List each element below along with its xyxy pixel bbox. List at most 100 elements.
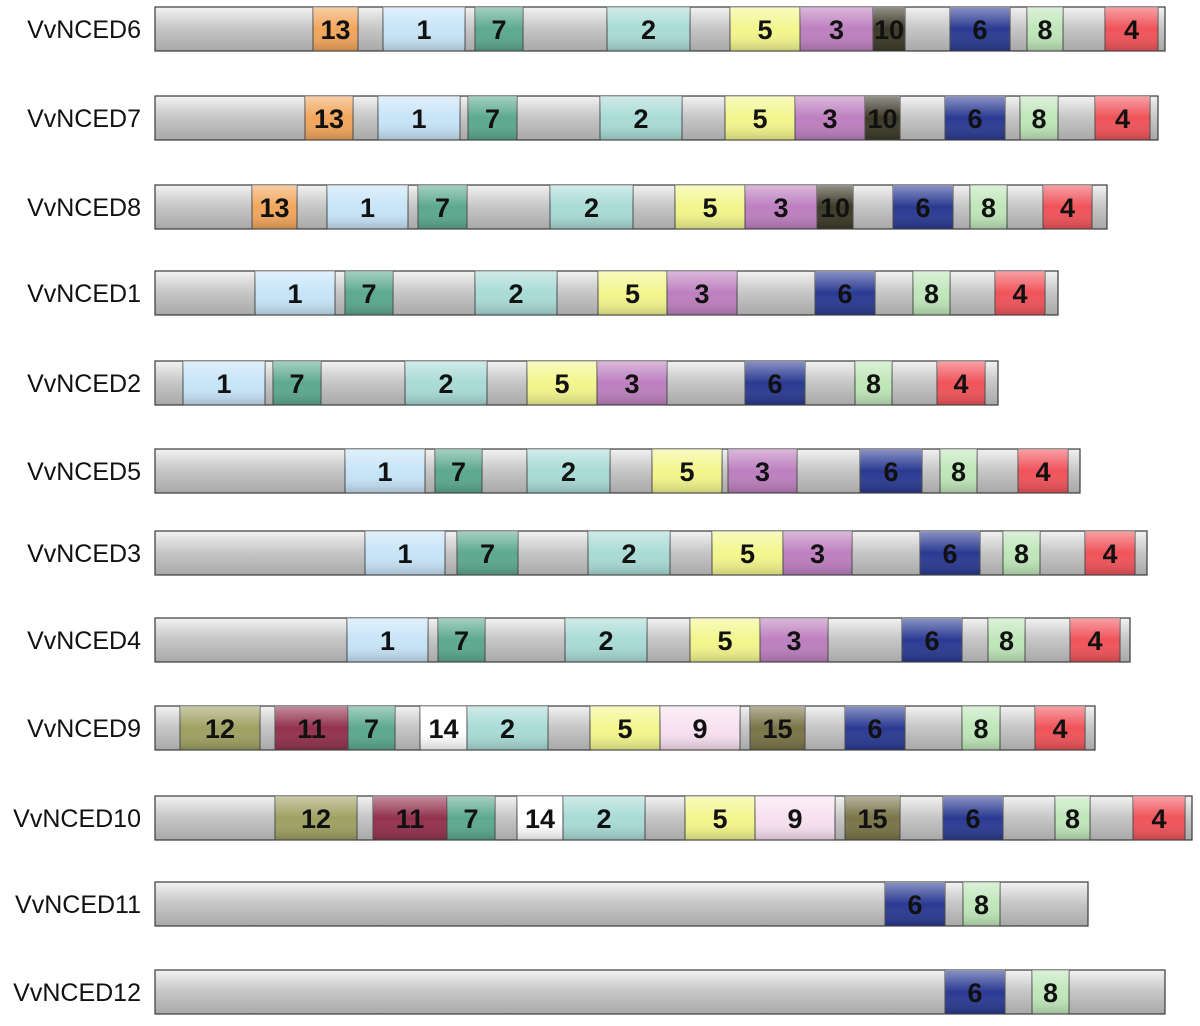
- motif-number: 11: [396, 804, 425, 834]
- motif-shading: [1003, 531, 1040, 575]
- motif-number: 15: [762, 714, 792, 744]
- motif-shading: [913, 271, 950, 315]
- motif-number: 8: [1014, 539, 1029, 569]
- gene-label: VvNCED1: [27, 280, 141, 308]
- motif-shading: [383, 7, 465, 51]
- motif-number: 1: [416, 15, 431, 45]
- motif-number: 7: [361, 279, 376, 309]
- motif-shading: [598, 271, 667, 315]
- motif-shading: [468, 96, 517, 140]
- motif-shading: [902, 618, 962, 662]
- motif-shading: [845, 796, 900, 840]
- motif-shading: [728, 449, 797, 493]
- motif-shading: [348, 706, 395, 750]
- motif-shading: [365, 531, 445, 575]
- motif-shading: [1032, 970, 1069, 1014]
- motif-shading: [690, 618, 760, 662]
- gene-label: VvNCED10: [13, 805, 141, 833]
- gene-label: VvNCED7: [27, 105, 141, 133]
- motif-shading: [963, 882, 1000, 926]
- motif-number: 11: [297, 714, 326, 744]
- motif-shading: [600, 96, 682, 140]
- motif-shading: [755, 796, 835, 840]
- motif-number: 10: [820, 193, 850, 223]
- motif-number: 7: [454, 626, 469, 656]
- motif-shading: [660, 706, 740, 750]
- motif-number: 4: [1087, 626, 1102, 656]
- motif-shading: [517, 796, 563, 840]
- motif-shading: [667, 271, 737, 315]
- gene-bar: [154, 881, 1089, 927]
- motif-shading: [420, 706, 467, 750]
- gene-bar: [154, 969, 1166, 1015]
- motif-number: 8: [1065, 804, 1080, 834]
- motif-number: 7: [289, 369, 304, 399]
- motif-number: 7: [435, 193, 450, 223]
- motif-shading: [345, 271, 393, 315]
- motif-number: 6: [915, 193, 930, 223]
- motif-number: 4: [1115, 104, 1130, 134]
- motif-shading: [725, 96, 795, 140]
- motif-number: 2: [561, 457, 576, 487]
- motif-shading: [1027, 7, 1063, 51]
- motif-shading: [860, 449, 922, 493]
- motif-shading: [347, 618, 428, 662]
- motif-shading: [685, 796, 755, 840]
- motif-shading: [750, 706, 805, 750]
- motif-number: 10: [874, 15, 904, 45]
- motif-shading: [730, 7, 800, 51]
- motif-number: 13: [320, 15, 350, 45]
- motif-shading: [475, 271, 557, 315]
- motif-number: 6: [883, 457, 898, 487]
- motif-shading: [945, 96, 1005, 140]
- motif-number: 14: [525, 804, 555, 834]
- motif-number: 1: [397, 539, 412, 569]
- motif-number: 5: [740, 539, 755, 569]
- motif-shading: [378, 96, 460, 140]
- motif-number: 3: [829, 15, 844, 45]
- motif-number: 1: [216, 369, 231, 399]
- motif-shading: [405, 361, 487, 405]
- motif-number: 7: [480, 539, 495, 569]
- motif-shading: [885, 882, 945, 926]
- motif-number: 3: [786, 626, 801, 656]
- motif-number: 5: [752, 104, 767, 134]
- motif-number: 15: [857, 804, 887, 834]
- motif-number: 4: [1151, 804, 1166, 834]
- motif-shading: [940, 449, 977, 493]
- motif-number: 6: [767, 369, 782, 399]
- motif-number: 2: [584, 193, 599, 223]
- motif-shading: [893, 185, 953, 229]
- motif-number: 2: [500, 714, 515, 744]
- motif-shading: [527, 361, 597, 405]
- motif-shading: [845, 706, 905, 750]
- motif-number: 5: [712, 804, 727, 834]
- motif-shading: [865, 96, 900, 140]
- motif-number: 8: [1043, 978, 1058, 1008]
- motif-shading: [435, 449, 482, 493]
- motif-number: 3: [810, 539, 825, 569]
- motif-shading: [475, 7, 523, 51]
- gene-label: VvNCED5: [27, 458, 141, 486]
- motif-number: 7: [451, 457, 466, 487]
- motif-shading: [597, 361, 667, 405]
- motif-number: 6: [972, 15, 987, 45]
- motif-number: 8: [999, 626, 1014, 656]
- motif-shading: [675, 185, 745, 229]
- motif-number: 5: [625, 279, 640, 309]
- gene-label: VvNCED8: [27, 194, 141, 222]
- motif-number: 6: [867, 714, 882, 744]
- motif-shading: [817, 185, 853, 229]
- motif-number: 1: [380, 626, 395, 656]
- motif-shading: [760, 618, 828, 662]
- motif-shading: [252, 185, 297, 229]
- motif-number: 2: [621, 539, 636, 569]
- motif-shading: [1035, 706, 1085, 750]
- motif-number: 6: [942, 539, 957, 569]
